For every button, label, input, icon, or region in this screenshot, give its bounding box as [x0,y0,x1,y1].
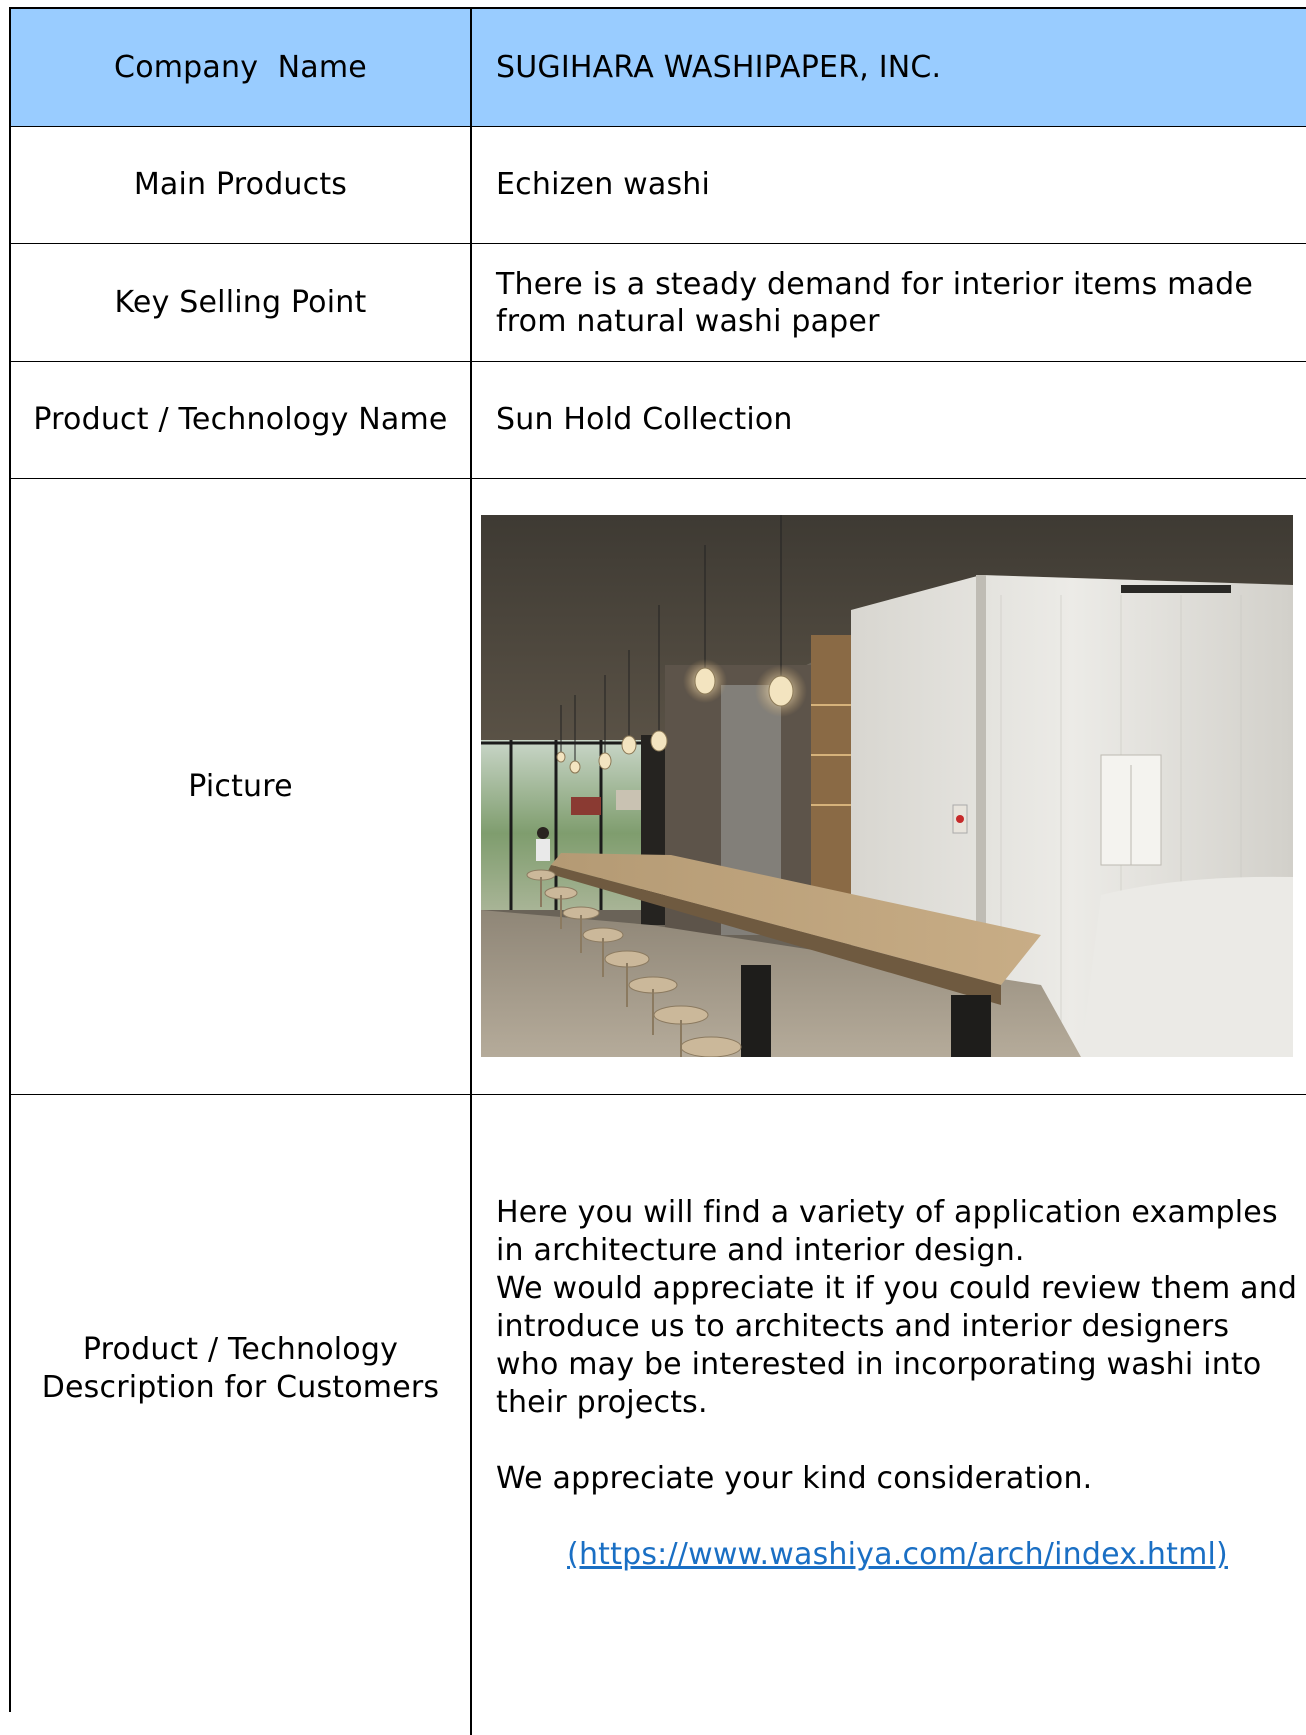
description-label-line2: Description for Customers [41,1370,440,1405]
closing-line: We appreciate your kind consideration. [496,1461,1093,1496]
main-products-label: Main Products [11,127,472,243]
main-products-value: Echizen washi [496,167,711,202]
company-name-label: Company Name [11,9,472,126]
picture-label: Picture [11,479,472,1094]
interior-photo [481,515,1293,1057]
main-products-row: Main Products Echizen washi [11,127,1306,244]
picture-row: Picture [11,479,1306,1095]
description-row: Product / Technology Description for Cus… [11,1095,1306,1735]
website-link[interactable]: (https://www.washiya.com/arch/index.html… [567,1537,1228,1572]
product-name-value: Sun Hold Collection [496,402,793,437]
description-value: Here you will find a variety of applicat… [472,1095,1306,1735]
company-name-value: SUGIHARA WASHIPAPER, INC. [496,49,942,85]
key-selling-point-label: Key Selling Point [11,244,472,361]
product-name-label: Product / Technology Name [11,362,472,478]
description-paragraph-2: We would appreciate it if you could revi… [496,1271,1298,1420]
key-selling-point-row: Key Selling Point There is a steady dema… [11,244,1306,362]
description-label: Product / Technology Description for Cus… [11,1095,472,1735]
description-label-line1: Product / Technology [82,1332,399,1367]
product-name-row: Product / Technology Name Sun Hold Colle… [11,362,1306,479]
company-name-row: Company Name SUGIHARA WASHIPAPER, INC. [11,9,1306,127]
key-selling-point-value: There is a steady demand for interior it… [496,266,1254,339]
picture-cell [472,479,1306,1094]
company-info-table: Company Name SUGIHARA WASHIPAPER, INC. M… [9,7,1306,1735]
description-paragraph-1: Here you will find a variety of applicat… [496,1195,1278,1268]
